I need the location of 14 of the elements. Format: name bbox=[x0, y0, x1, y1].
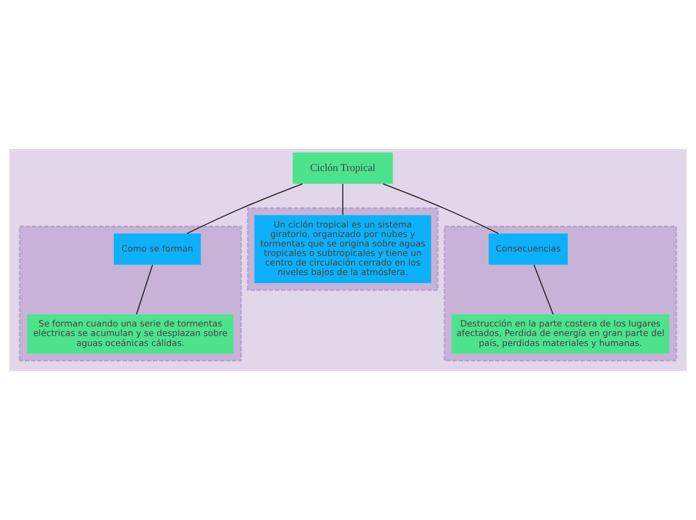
connector bbox=[342, 184, 344, 216]
node-box: Se forman cuando una serie de tormentas eléctricas se acumulan y se desplazan sobre aguas oceánicas cálidas. bbox=[27, 314, 234, 354]
connector bbox=[533, 264, 554, 314]
cluster bbox=[247, 207, 439, 291]
connector bbox=[186, 183, 303, 234]
node-box: Ciclón Tropical bbox=[292, 152, 393, 184]
node-box: Consecuencias bbox=[488, 233, 568, 265]
connector bbox=[136, 264, 154, 314]
node-box: Un ciclón tropical es un sistema giratorio, organizado por nubes y tormentas que se origina sobre aguas tropicales o subtropicales y tiene un centro de circulación cerrado en los niveles bajos de la atmósfera. bbox=[254, 215, 432, 284]
cluster bbox=[444, 226, 678, 362]
node-box: Destrucción en la parte costera de los lugares afectados, Perdida de energía en gran parte del país, perdidas materiales y humanas. bbox=[452, 314, 670, 354]
node-box: Como se forman bbox=[114, 233, 201, 265]
cluster bbox=[18, 226, 242, 362]
connector bbox=[382, 183, 499, 234]
